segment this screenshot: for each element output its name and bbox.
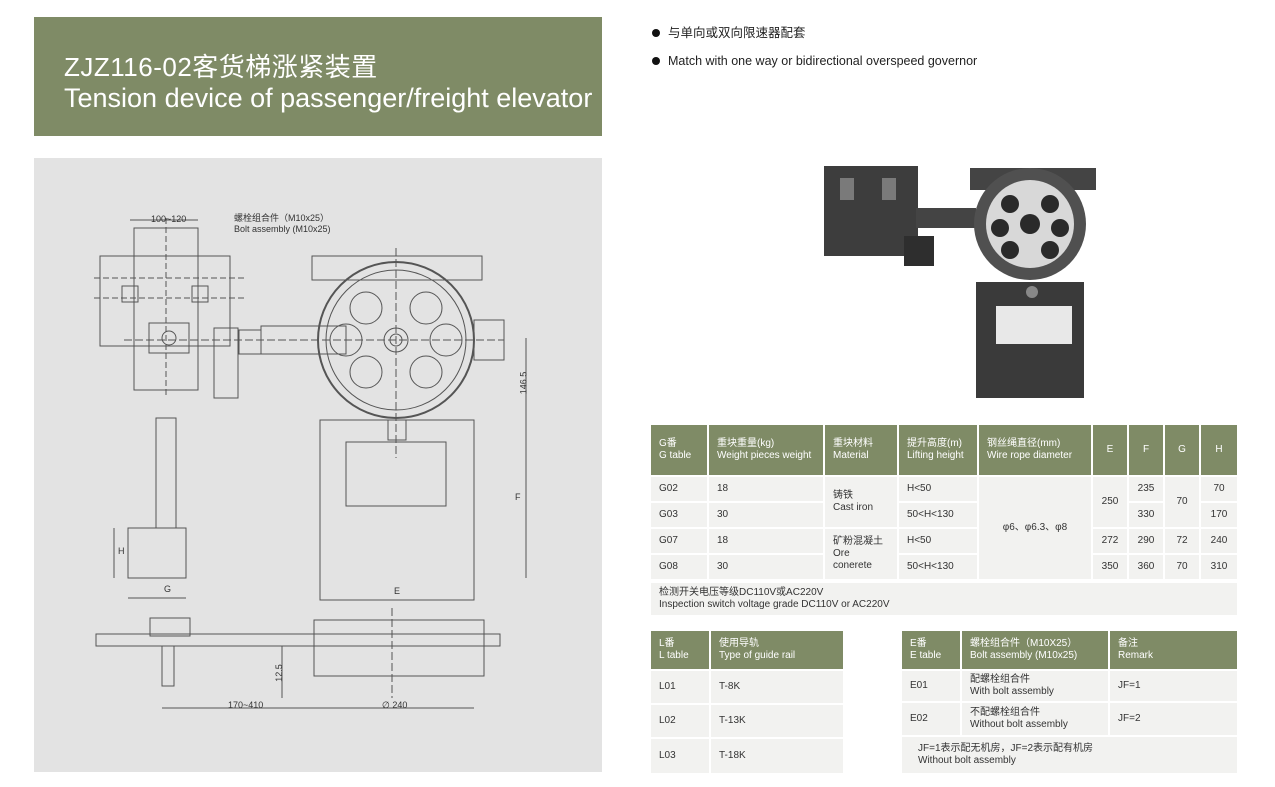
g-weight: 30 [709, 503, 823, 527]
g-head-rope: 钢丝绳直径(mm)Wire rope diameter [979, 425, 1091, 475]
bullet-1: 与单向或双向限速器配套 [652, 22, 806, 41]
g-g-merged: 70 [1165, 477, 1199, 527]
dim-top: 100~120 [151, 214, 187, 224]
table-row: G08 [651, 555, 707, 579]
dim-g: G [164, 584, 172, 594]
g-height: 50<H<130 [899, 503, 977, 527]
table-row: E02 [902, 703, 960, 735]
g-h: 240 [1201, 529, 1237, 553]
rail-plate [99, 255, 231, 347]
table-row: G07 [651, 529, 707, 553]
title-zh: ZJZ116-02客货梯涨紧装置 [64, 52, 378, 82]
product-photo [824, 166, 1096, 398]
dim-h: H [118, 546, 125, 556]
g-g: 72 [1165, 529, 1199, 553]
g-weight: 30 [709, 555, 823, 579]
g-f: 235 [1129, 477, 1163, 501]
table-row: L02 [651, 705, 709, 737]
e-remark: JF=1 [1110, 671, 1237, 701]
table-row: G03 [651, 503, 707, 527]
g-e-merged: 250 [1093, 477, 1127, 527]
g-head-height: 提升高度(m)Lifting height [899, 425, 977, 475]
g-f: 330 [1129, 503, 1163, 527]
g-f: 360 [1129, 555, 1163, 579]
bolt-label: 螺栓组合件（M10x25） Bolt assembly (M10x25) [234, 213, 331, 234]
g-note: 检测开关电压等级DC110V或AC220V Inspection switch … [651, 583, 1237, 615]
g-rope: φ6、φ6.3、φ8 [979, 477, 1091, 579]
bullet-2: Match with one way or bidirectional over… [652, 54, 977, 68]
title-block: ZJZ116-02客货梯涨紧装置 Tension device of passe… [34, 17, 602, 136]
bullet-dot-icon [652, 28, 660, 37]
bullet-dot-icon [652, 56, 660, 65]
g-head-f: F [1129, 425, 1163, 475]
g-height: H<50 [899, 477, 977, 501]
drawing-svg [94, 218, 527, 709]
g-h: 170 [1201, 503, 1237, 527]
g-f: 290 [1129, 529, 1163, 553]
title-en: Tension device of passenger/freight elev… [64, 83, 593, 113]
mount-plate [824, 166, 918, 256]
e-remark: JF=2 [1110, 703, 1237, 735]
g-e: 272 [1093, 529, 1127, 553]
l-rail: T-13K [711, 705, 843, 737]
g-head-weight: 重块重量(kg)Weight pieces weight [709, 425, 823, 475]
g-height: 50<H<130 [899, 555, 977, 579]
table-row: G02 [651, 477, 707, 501]
dim-e: E [394, 586, 401, 596]
g-height: H<50 [899, 529, 977, 553]
l-rail: T-8K [711, 671, 843, 703]
g-head-g: G [1165, 425, 1199, 475]
dim-diam: ∅ 240 [382, 700, 408, 710]
dim-f: F [515, 492, 521, 502]
g-head-e: E [1093, 425, 1127, 475]
g-h: 70 [1201, 477, 1237, 501]
g-e: 350 [1093, 555, 1127, 579]
e-note: JF=1表示配无机房，JF=2表示配有机房 Without bolt assem… [902, 737, 1237, 773]
g-h: 310 [1201, 555, 1237, 579]
technical-drawing: 100~120 螺栓组合件（M10x25） Bolt assembly (M10… [34, 158, 602, 772]
table-row: L03 [651, 739, 709, 773]
g-g: 70 [1165, 555, 1199, 579]
dim-12: 12.5 [273, 664, 284, 682]
g-weight: 18 [709, 477, 823, 501]
table-row: E01 [902, 671, 960, 701]
g-head-h: H [1201, 425, 1237, 475]
l-rail: T-18K [711, 739, 843, 773]
g-weight: 18 [709, 529, 823, 553]
e-head-bolt: 螺栓组合件（M10X25）Bolt assembly (M10x25) [962, 631, 1108, 669]
dim-146: 146.5 [518, 371, 529, 395]
dim-range: 170~410 [228, 700, 264, 710]
weight-box [319, 419, 475, 601]
table-row: L01 [651, 671, 709, 703]
